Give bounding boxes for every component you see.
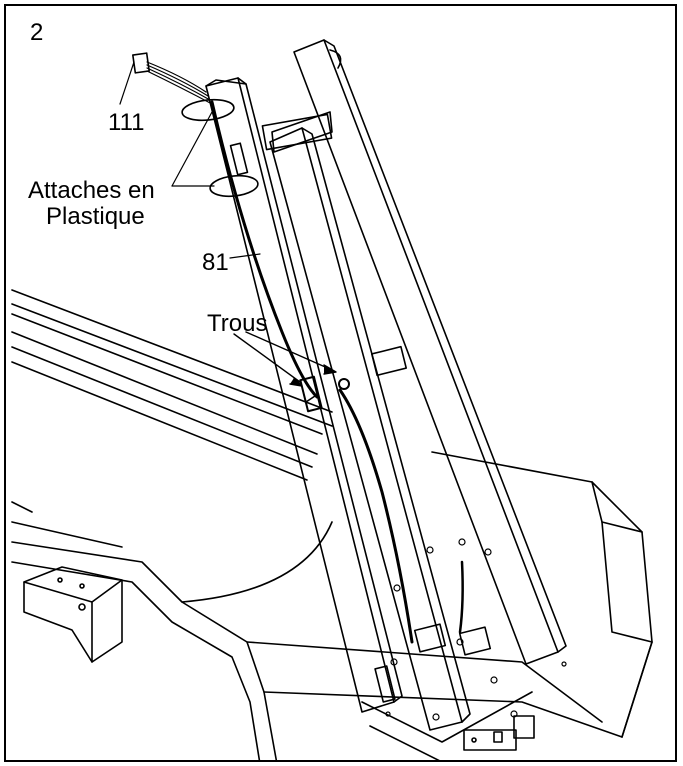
motor-cover-block — [23, 566, 123, 663]
holes-arrows — [233, 331, 350, 413]
wire-harness-81 — [146, 61, 464, 644]
left-upright-front — [205, 77, 403, 713]
upright-base-plate — [361, 691, 533, 760]
plastic-ties — [171, 98, 259, 198]
assembly-drawing — [11, 39, 653, 760]
power-switch-panel — [463, 715, 535, 751]
connector-111 — [119, 52, 150, 105]
callout-part-111: 111 — [108, 109, 145, 136]
treadmill-base — [11, 451, 653, 760]
side-rail — [11, 289, 333, 481]
step-number: 2 — [30, 19, 44, 46]
figure-frame: 2 111 Attaches en Plastique 81 Trous — [4, 4, 677, 762]
callout-plastic-ties-line2: Plastique — [46, 203, 145, 230]
right-upright — [293, 39, 567, 665]
callout-part-81: 81 — [202, 249, 229, 276]
leader-line-81 — [229, 253, 261, 259]
upright-bolts — [385, 538, 567, 721]
callout-plastic-ties-line1: Attaches en — [28, 177, 155, 204]
callout-holes: Trous — [207, 310, 268, 337]
upright-crossbar — [271, 111, 333, 153]
